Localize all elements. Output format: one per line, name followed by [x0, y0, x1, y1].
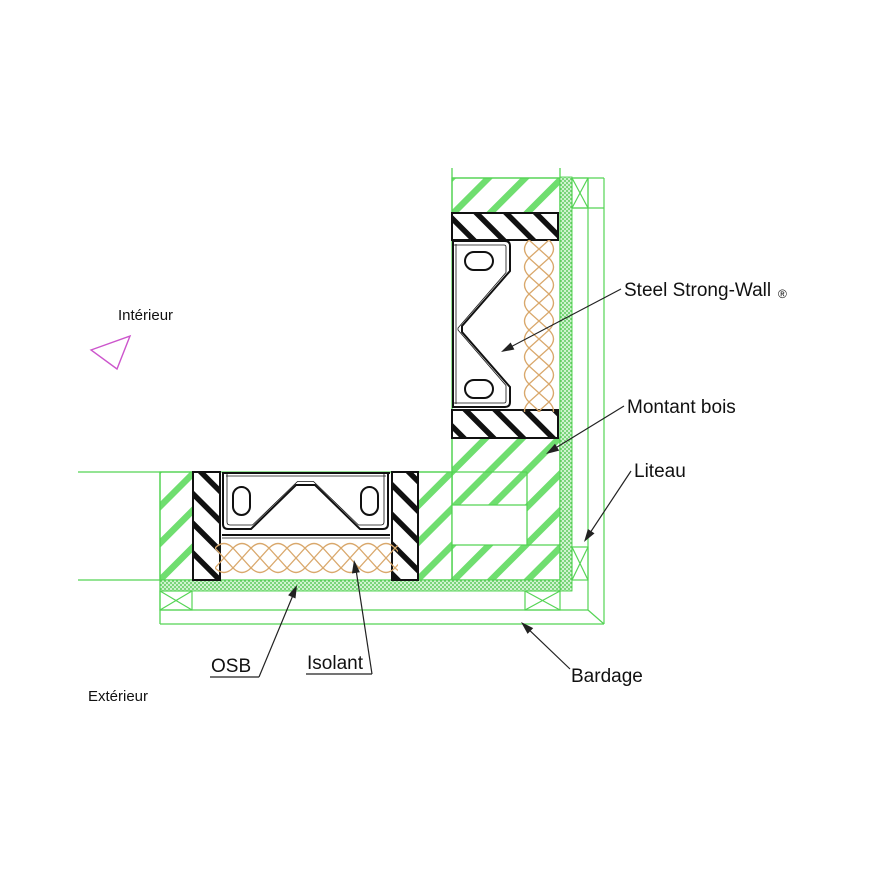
- label-osb: OSB: [211, 656, 251, 677]
- arrowhead: [584, 529, 595, 542]
- steel-channel-vertical: [452, 240, 511, 408]
- batten-top-right: [571, 177, 589, 209]
- leader-montant-bois: [546, 405, 625, 454]
- arrowhead: [521, 622, 534, 634]
- leader-liteau: [584, 470, 632, 542]
- arrowhead: [501, 342, 515, 352]
- channel-hole-bottom: [464, 379, 494, 399]
- top-plate-hatch: [451, 177, 561, 214]
- leader-isolant: [306, 560, 373, 675]
- corner-stud-hatch-left: [417, 471, 453, 581]
- batten-right-corner: [571, 546, 589, 581]
- leader-steel-strong-wall: [501, 288, 622, 352]
- osb-layer: [159, 176, 573, 592]
- label-registered-mark: ®: [778, 287, 787, 301]
- channel-hole-top: [464, 251, 494, 271]
- cladding-miter: [587, 609, 605, 625]
- steel-channel-horizontal: [222, 472, 390, 539]
- batten-bottom-left: [159, 590, 193, 611]
- label-exterieur: Extérieur: [88, 688, 148, 705]
- leader-bardage: [521, 622, 571, 670]
- arrowhead: [546, 443, 560, 454]
- corner-gap: [452, 505, 527, 545]
- leader-osb: [210, 585, 297, 678]
- batten-bottom-corner: [524, 590, 561, 611]
- left-end-stud-hatch: [159, 471, 194, 581]
- osb-vertical-band: [559, 176, 573, 592]
- osb-horizontal-band: [159, 579, 561, 592]
- label-steel-strong-wall: Steel Strong-Wall: [624, 280, 771, 301]
- insulation-horizontal-band: [215, 539, 398, 577]
- label-bardage: Bardage: [571, 666, 643, 687]
- label-liteau: Liteau: [634, 461, 686, 482]
- leaders: [210, 288, 632, 678]
- insulation: [215, 240, 557, 577]
- label-montant-bois: Montant bois: [627, 397, 736, 418]
- wood-framing: [78, 168, 604, 624]
- channel-hole-right: [360, 486, 379, 516]
- arrowhead: [351, 560, 360, 574]
- black-block-top: [451, 212, 559, 241]
- label-interieur: Intérieur: [118, 307, 173, 324]
- arrowhead: [288, 585, 297, 599]
- label-isolant: Isolant: [307, 653, 364, 674]
- interior-direction-marker: [89, 334, 132, 371]
- black-block-vertical-bottom: [451, 409, 559, 439]
- channel-hole-left: [232, 486, 251, 516]
